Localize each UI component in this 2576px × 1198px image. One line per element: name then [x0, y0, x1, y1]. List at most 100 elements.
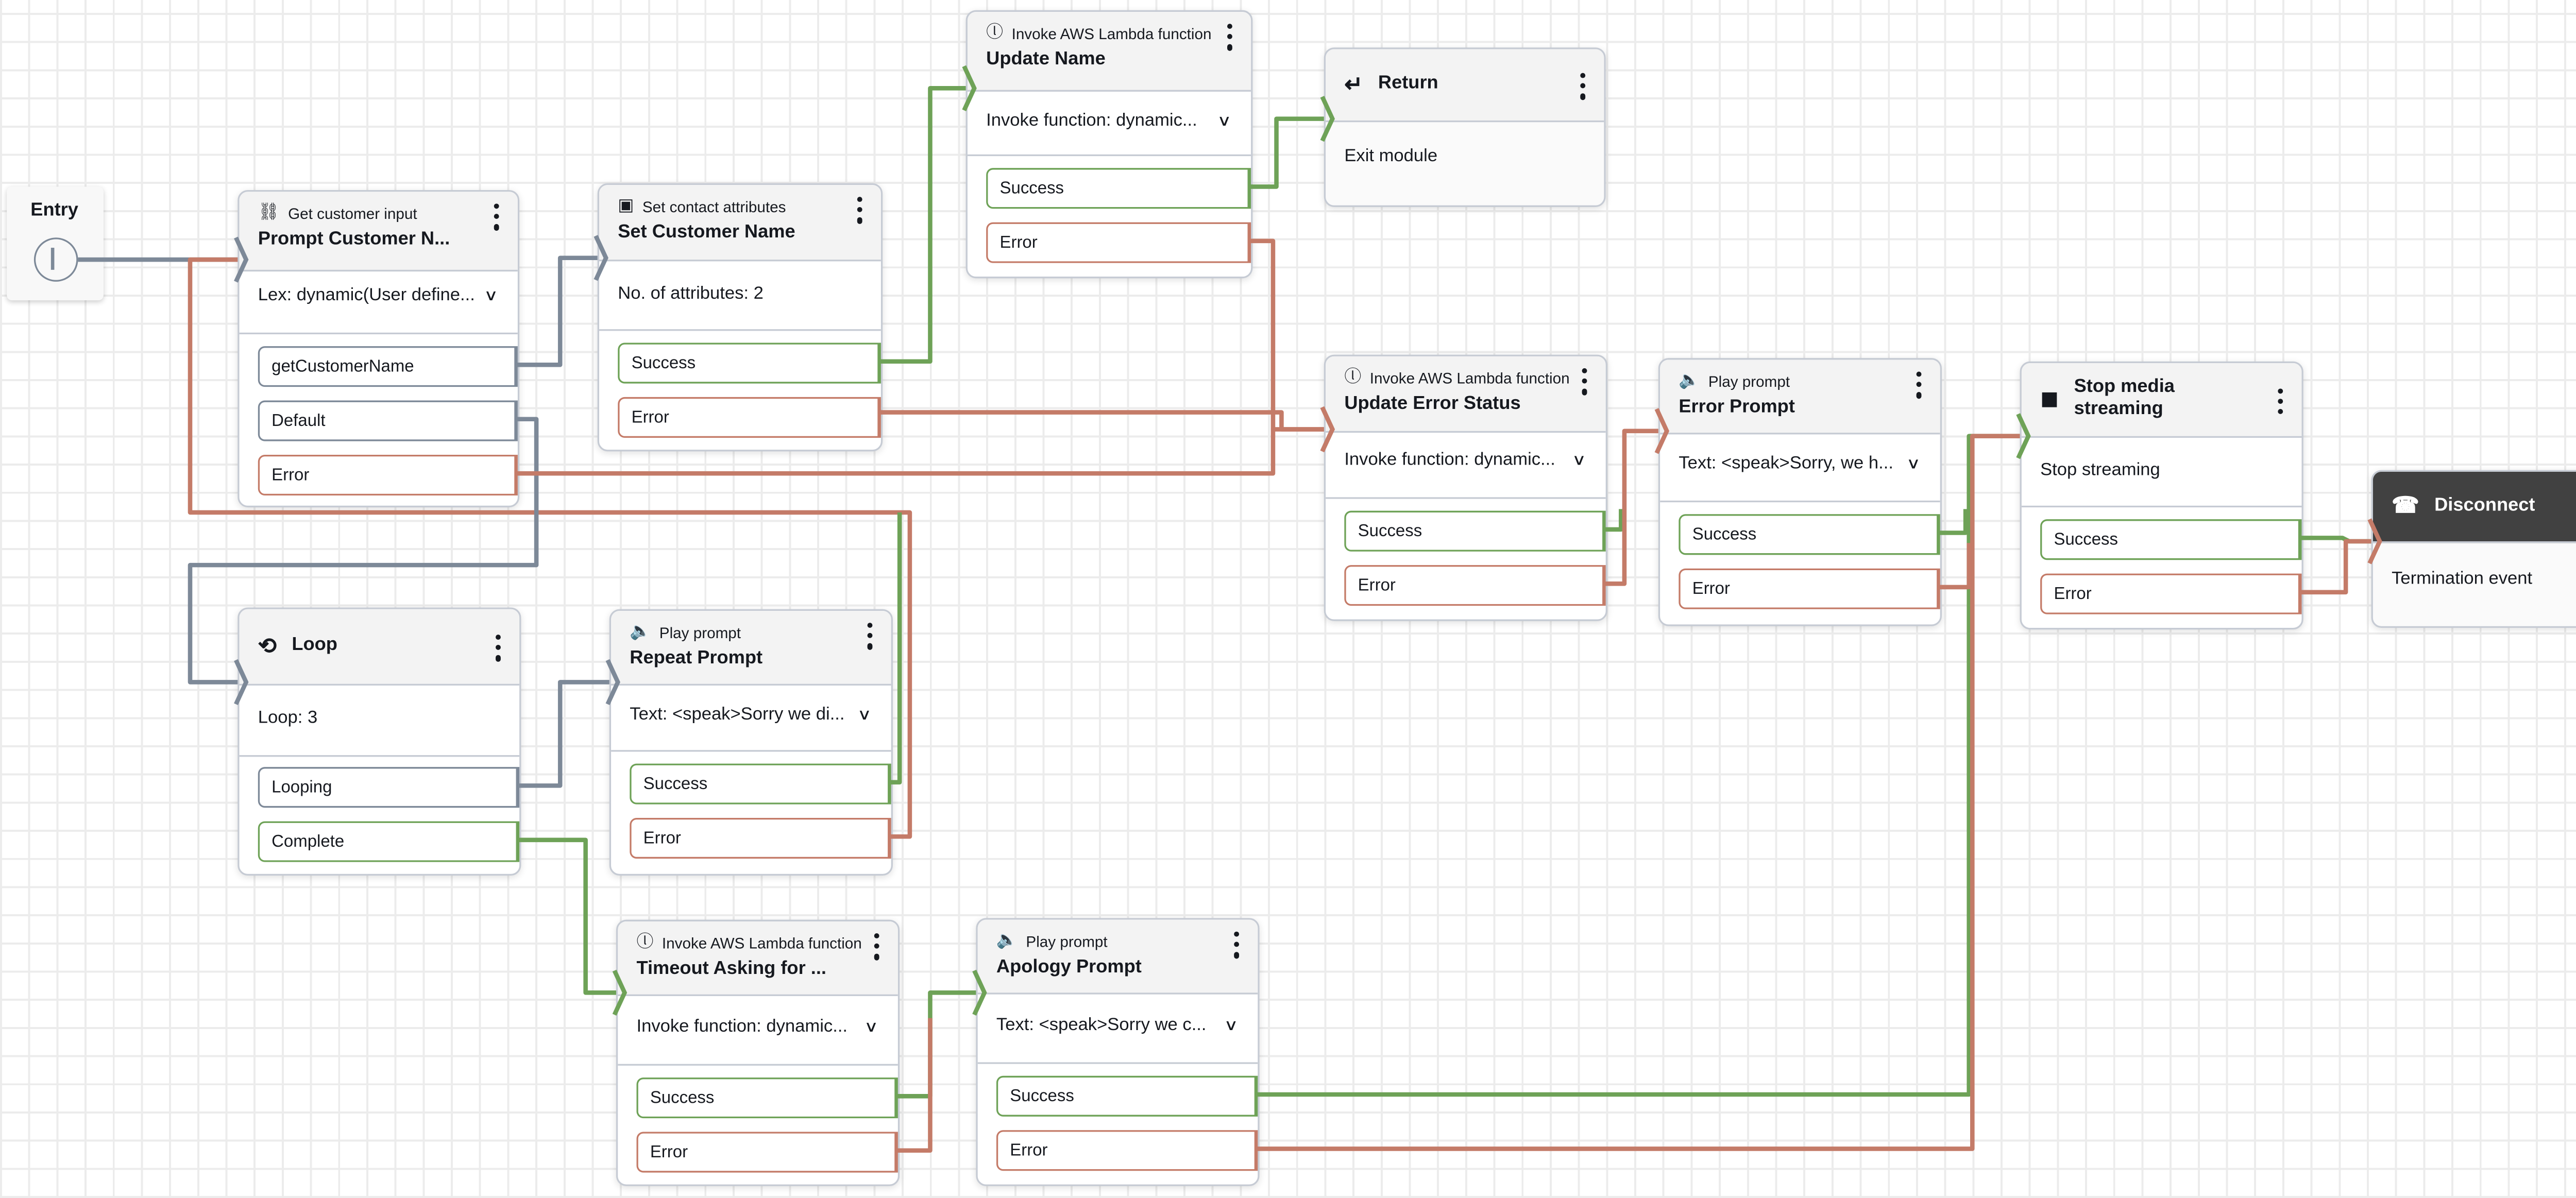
divider	[599, 329, 881, 331]
block-title: Apology Prompt	[996, 957, 1142, 978]
branch-getcustomername[interactable]: getCustomerName	[258, 346, 518, 387]
more-options-icon[interactable]	[867, 623, 874, 649]
connection-red[interactable]	[879, 410, 1324, 432]
branch-success[interactable]: Success	[986, 168, 1251, 209]
branch-complete[interactable]: Complete	[258, 821, 520, 862]
divider	[977, 1062, 1258, 1064]
chevron-down-icon[interactable]: ∨	[484, 286, 499, 303]
block-type-label: Play prompt	[1708, 373, 1790, 390]
branch-success[interactable]: Success	[1679, 514, 1940, 555]
block-header[interactable]: ☎Disconnect	[2372, 471, 2576, 543]
block-type-label: Invoke AWS Lambda function	[1011, 25, 1212, 43]
chevron-down-icon[interactable]: ∨	[865, 1017, 879, 1035]
branch-success[interactable]: Success	[2040, 519, 2302, 560]
connection-green[interactable]	[517, 837, 616, 995]
block-content: Stop streaming	[2040, 460, 2281, 481]
connection-red[interactable]	[1604, 429, 1658, 586]
connection-red[interactable]	[1249, 238, 1276, 430]
more-options-icon[interactable]	[857, 197, 864, 224]
branch-success[interactable]: Success	[630, 763, 891, 805]
entry-block[interactable]: Entry	[7, 186, 104, 301]
connection-red[interactable]	[1938, 543, 1972, 590]
more-options-icon[interactable]	[496, 635, 502, 661]
block-content[interactable]: Invoke function: dynamic...∨	[986, 110, 1232, 131]
connection-green[interactable]	[1938, 509, 1968, 535]
more-options-icon[interactable]	[494, 203, 501, 230]
chevron-down-icon[interactable]: ∨	[1224, 1015, 1240, 1033]
connection-gray[interactable]	[516, 255, 598, 367]
divider	[967, 154, 1251, 157]
more-options-icon[interactable]	[874, 933, 881, 960]
chevron-down-icon[interactable]: ∨	[858, 705, 873, 722]
branch-error[interactable]: Error	[636, 1132, 898, 1173]
connection-green[interactable]	[2300, 536, 2371, 544]
chevron-down-icon[interactable]: ∨	[1907, 454, 1922, 471]
branch-error[interactable]: Error	[630, 817, 891, 859]
connection-gray[interactable]	[517, 680, 609, 788]
branch-error[interactable]: Error	[986, 222, 1251, 263]
branch-error[interactable]: Error	[2040, 573, 2302, 614]
branch-error[interactable]: Error	[996, 1130, 1258, 1171]
branch-label: Error	[643, 829, 681, 848]
connection-green[interactable]	[879, 86, 966, 364]
branch-error[interactable]: Error	[1679, 568, 1940, 609]
branch-default[interactable]: Default	[258, 400, 518, 441]
branch-label: Error	[999, 233, 1038, 252]
more-options-icon[interactable]	[1916, 371, 1923, 398]
block-type-label: Play prompt	[659, 624, 741, 642]
disconnect-phone-icon: ☎	[2392, 492, 2419, 518]
branch-looping[interactable]: Looping	[258, 767, 520, 808]
block-header[interactable]: ⟲Loop	[239, 609, 520, 686]
branch-error[interactable]: Error	[1344, 565, 1606, 606]
branch-label: Error	[650, 1142, 688, 1162]
block-content[interactable]: Text: <speak>Sorry, we h...∨	[1679, 453, 1922, 474]
block-content[interactable]: Text: <speak>Sorry we di...∨	[630, 704, 873, 725]
branch-success[interactable]: Success	[618, 343, 881, 384]
more-options-icon[interactable]	[1580, 73, 1587, 99]
branch-success[interactable]: Success	[996, 1075, 1258, 1117]
more-options-icon[interactable]	[2278, 387, 2284, 415]
branch-success[interactable]: Success	[636, 1077, 898, 1119]
more-options-icon[interactable]	[1582, 368, 1589, 395]
branch-error[interactable]: Error	[258, 454, 518, 496]
block-header[interactable]: ↵Return	[1326, 49, 1604, 123]
branch-success[interactable]: Success	[1344, 510, 1606, 552]
block-content[interactable]: Lex: dynamic(User define...∨	[258, 285, 499, 305]
chevron-down-icon[interactable]: ∨	[1217, 111, 1232, 128]
connection-green[interactable]	[1249, 116, 1324, 189]
block-header[interactable]: ■Stop media streaming	[2021, 363, 2302, 438]
more-options-icon[interactable]	[1227, 24, 1234, 50]
branch-error[interactable]: Error	[618, 397, 881, 438]
more-options-icon[interactable]	[1234, 931, 1241, 959]
connection-red[interactable]	[896, 1018, 933, 1153]
block-content[interactable]: Invoke function: dynamic...∨	[1344, 450, 1587, 470]
branch-label: Success	[650, 1088, 715, 1107]
connection-red[interactable]	[2300, 539, 2371, 595]
connection-green[interactable]	[896, 990, 976, 1099]
entry-point-icon[interactable]	[33, 237, 78, 282]
chevron-down-icon[interactable]: ∨	[1572, 450, 1587, 468]
block-content[interactable]: Invoke function: dynamic...∨	[636, 1016, 879, 1037]
block-content[interactable]: Text: <speak>Sorry we c...∨	[996, 1015, 1240, 1035]
